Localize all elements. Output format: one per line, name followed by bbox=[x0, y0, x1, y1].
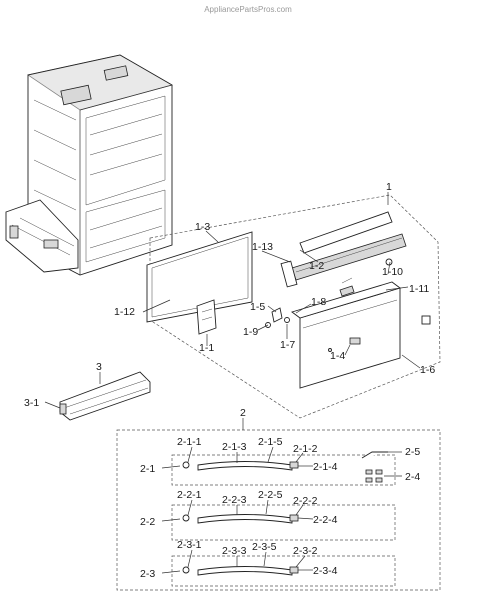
label-2-2-3: 2-2-3 bbox=[222, 494, 247, 506]
label-2-2-4: 2-2-4 bbox=[313, 514, 338, 526]
drawer-rail-kit-boundary bbox=[116, 429, 441, 591]
glass-shelf-part bbox=[146, 231, 253, 323]
label-2-5: 2-5 bbox=[405, 446, 420, 458]
label-2-1-4: 2-1-4 bbox=[313, 461, 338, 473]
drawer-door-part bbox=[291, 281, 431, 389]
watermark-text: AppliancePartsPros.com bbox=[204, 5, 292, 14]
label-2-1-1: 2-1-1 bbox=[177, 436, 202, 448]
label-2-3-5: 2-3-5 bbox=[252, 541, 277, 553]
label-2-2-2: 2-2-2 bbox=[293, 495, 318, 507]
label-2-1-5: 2-1-5 bbox=[258, 436, 283, 448]
label-2-1-3: 2-1-3 bbox=[222, 441, 247, 453]
shelf-part bbox=[59, 371, 151, 421]
rail-kit-2-1 bbox=[171, 454, 396, 486]
label-2-3: 2-3 bbox=[140, 568, 155, 580]
part-labels: 1 1-3 1-13 1-2 1-10 1-11 1-5 1-8 1-12 1-… bbox=[24, 181, 435, 580]
label-2-4: 2-4 bbox=[405, 471, 420, 483]
leader-lines bbox=[44, 192, 421, 574]
label-1-3: 1-3 bbox=[195, 221, 210, 233]
label-1-5: 1-5 bbox=[250, 301, 265, 313]
label-1-6: 1-6 bbox=[420, 364, 435, 376]
label-1-12: 1-12 bbox=[114, 306, 135, 318]
label-2-3-2: 2-3-2 bbox=[293, 545, 318, 557]
label-2-3-1: 2-3-1 bbox=[177, 539, 202, 551]
label-1-4: 1-4 bbox=[330, 350, 345, 362]
label-2-1: 2-1 bbox=[140, 463, 155, 475]
label-1-13: 1-13 bbox=[252, 241, 273, 253]
label-3: 3 bbox=[96, 361, 102, 373]
refrigerator-cabinet bbox=[5, 54, 174, 276]
rail-kit-2-2 bbox=[171, 504, 396, 541]
hinge-bracket-part bbox=[196, 299, 217, 335]
label-2-2-5: 2-2-5 bbox=[258, 489, 283, 501]
label-1-11: 1-11 bbox=[409, 283, 429, 295]
label-1-10: 1-10 bbox=[382, 266, 403, 278]
label-1-1: 1-1 bbox=[199, 342, 214, 354]
label-2-3-3: 2-3-3 bbox=[222, 545, 247, 557]
label-2-2-1: 2-2-1 bbox=[177, 489, 202, 501]
label-2-2: 2-2 bbox=[140, 516, 155, 528]
drawer-rail-parts bbox=[280, 211, 407, 288]
label-1-2: 1-2 bbox=[309, 260, 324, 272]
label-1-9: 1-9 bbox=[243, 326, 258, 338]
fastener-parts bbox=[265, 277, 355, 328]
label-2-3-4: 2-3-4 bbox=[313, 565, 338, 577]
label-2: 2 bbox=[240, 407, 246, 419]
label-1-8: 1-8 bbox=[311, 296, 326, 308]
label-1-7: 1-7 bbox=[280, 339, 295, 351]
rail-kit-2-3 bbox=[171, 555, 396, 587]
label-3-1: 3-1 bbox=[24, 397, 39, 409]
rail-accessory-parts bbox=[361, 451, 388, 483]
label-2-1-2: 2-1-2 bbox=[293, 443, 318, 455]
label-1: 1 bbox=[386, 181, 392, 193]
